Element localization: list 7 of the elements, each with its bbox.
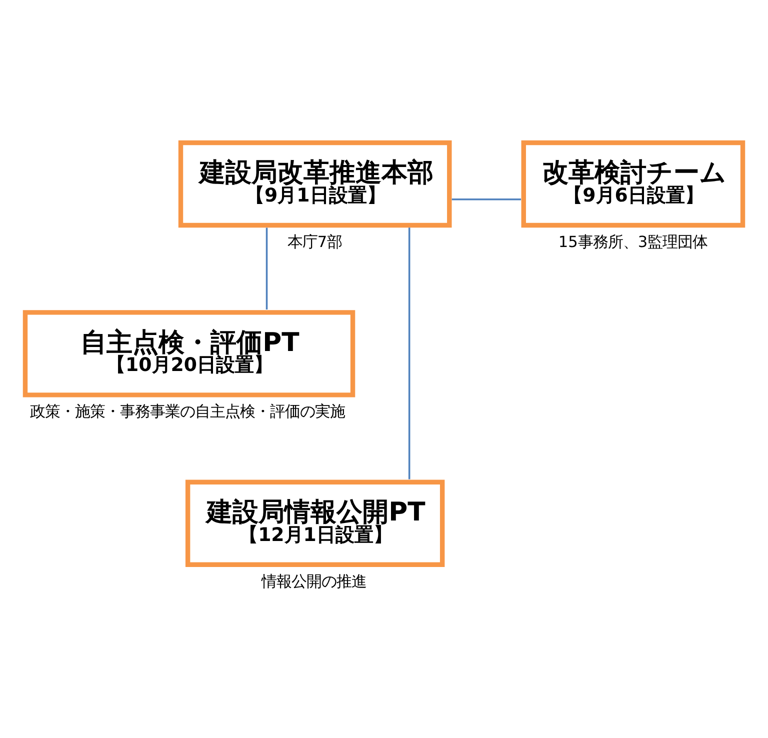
connector	[452, 198, 521, 200]
node-label: 本庁7部	[287, 232, 342, 251]
connector	[266, 228, 268, 310]
node-label: 政策・施策・事務事業の自主点検・評価の実施	[30, 402, 345, 421]
node-label: 情報公開の推進	[261, 572, 366, 590]
node-label: 15事務所、3監理団体	[558, 232, 708, 251]
connector	[408, 228, 410, 480]
